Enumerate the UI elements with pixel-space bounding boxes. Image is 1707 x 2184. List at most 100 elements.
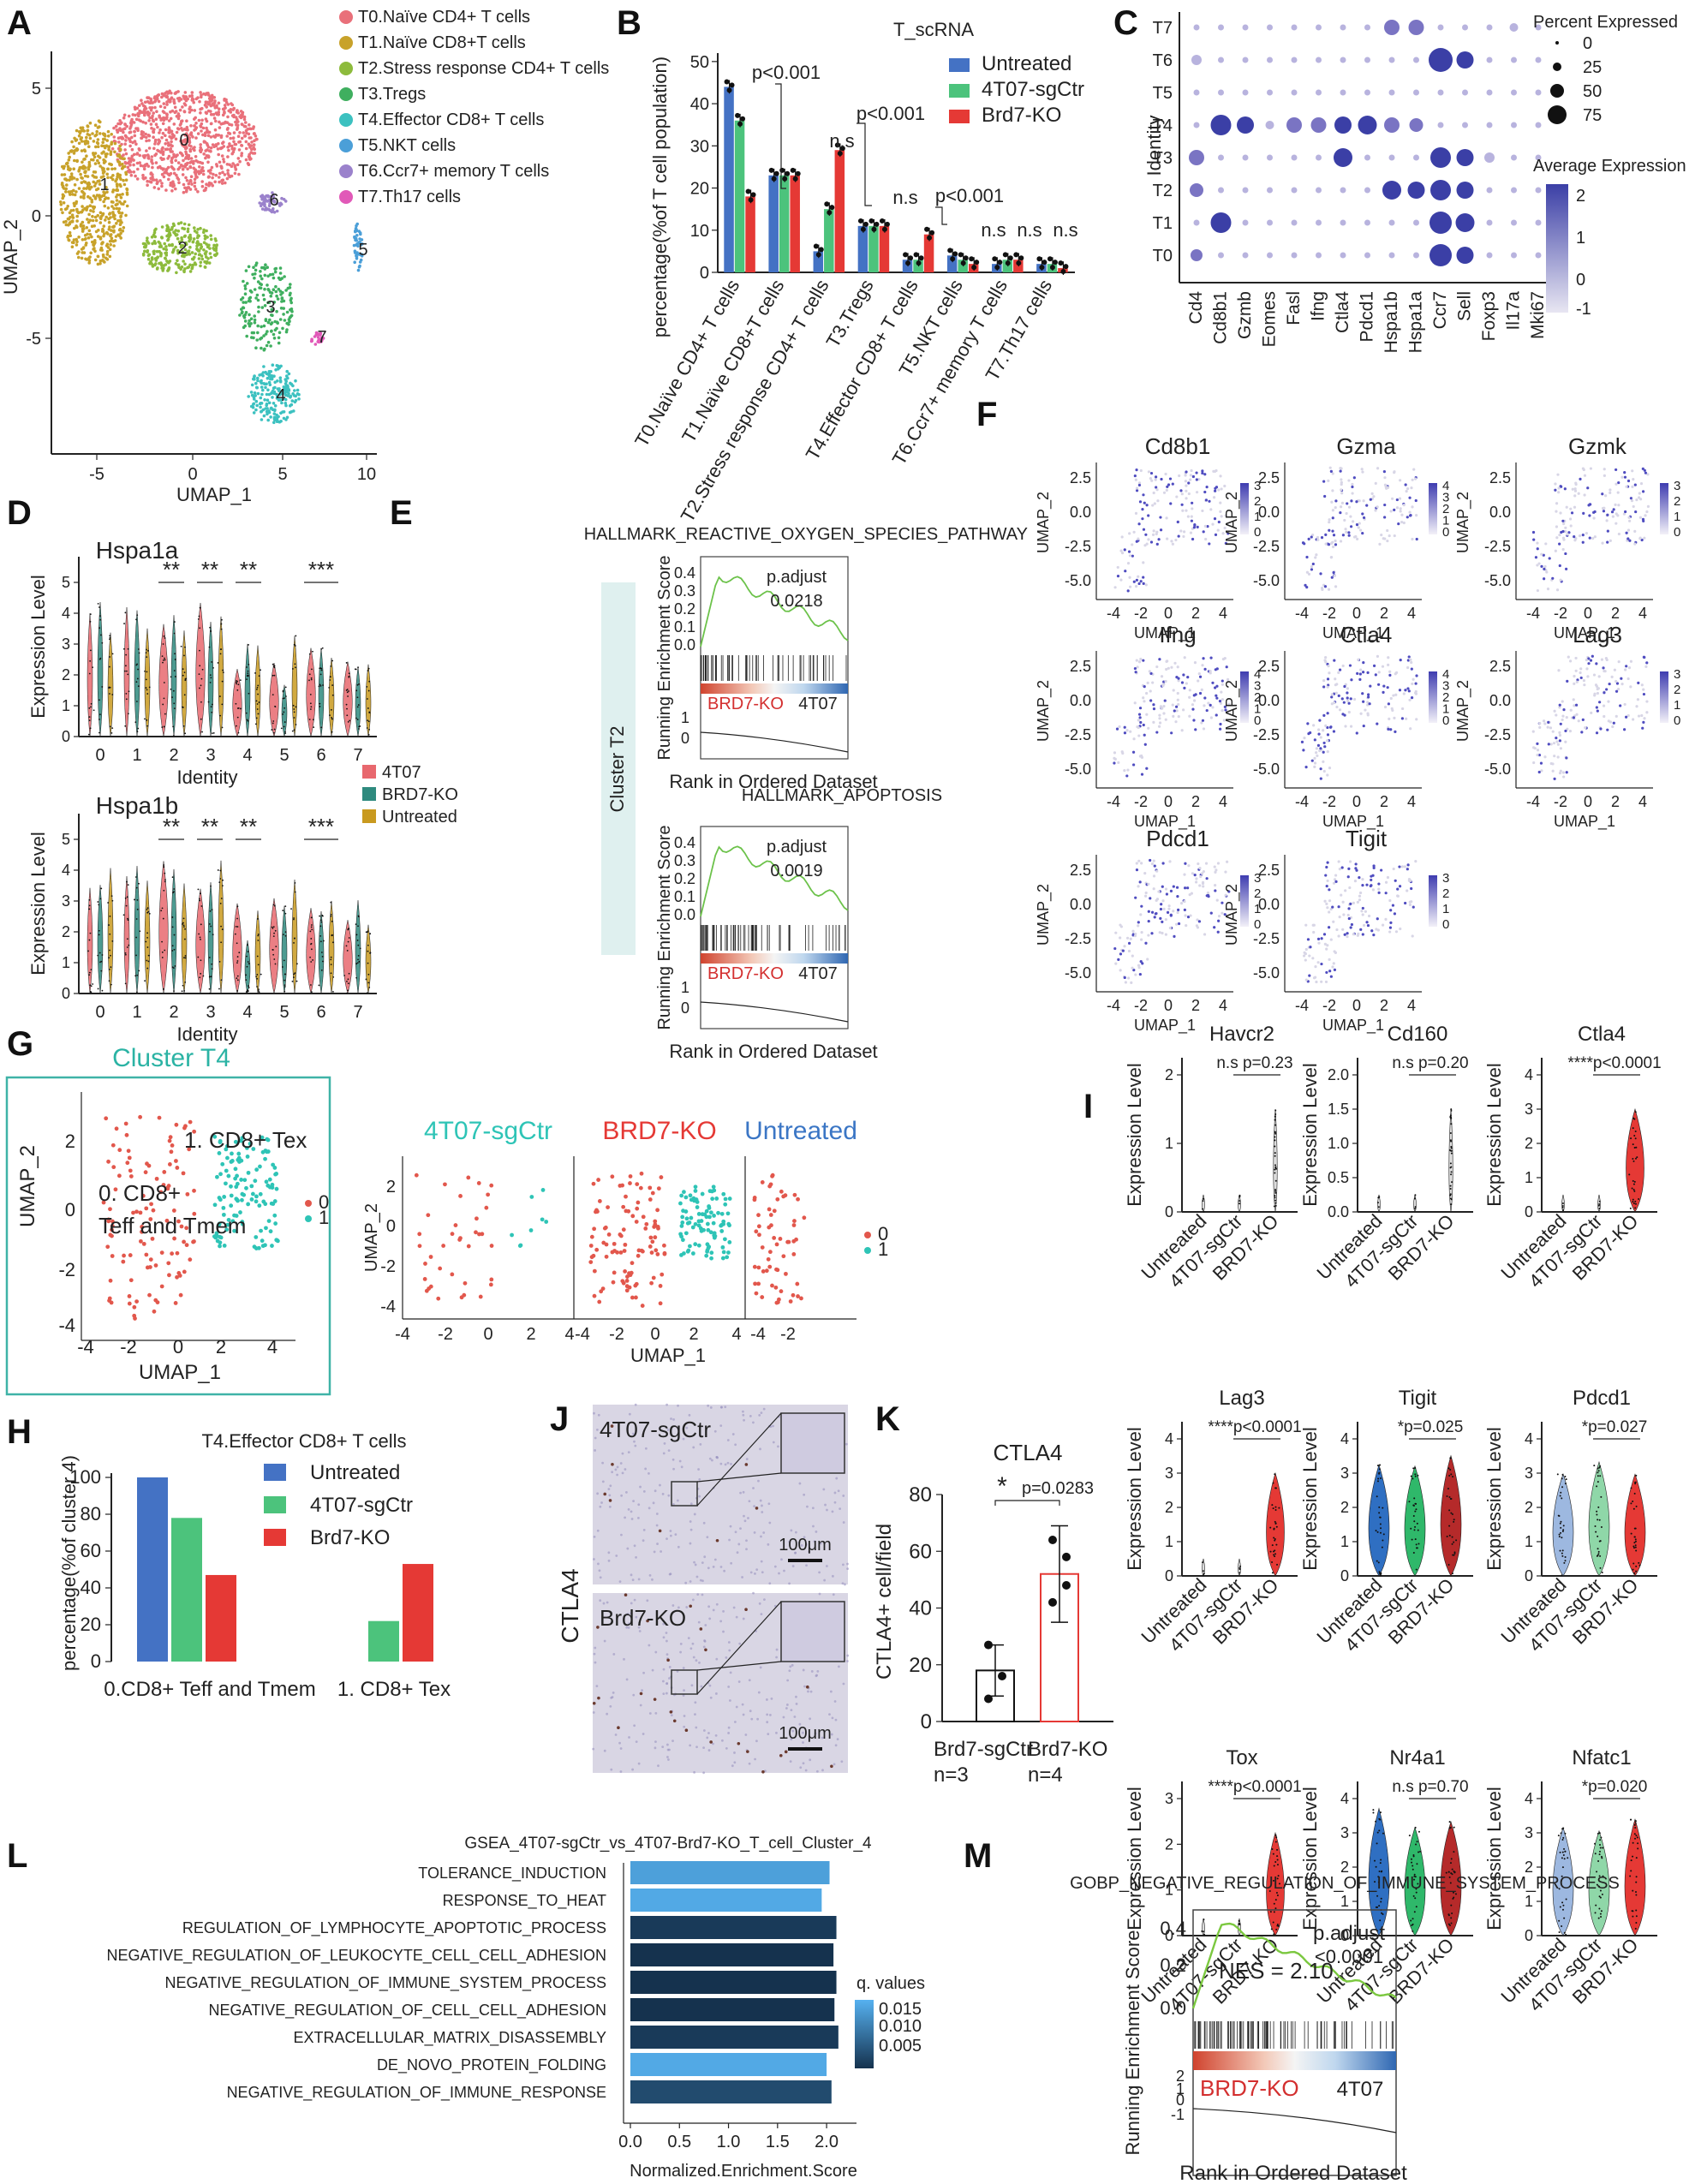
umap-a-point	[148, 116, 152, 120]
umap-a-point	[111, 215, 116, 218]
dotplot-c-dot	[1511, 154, 1517, 161]
umap-a-point	[294, 379, 297, 383]
violin-d-point	[163, 864, 165, 866]
umap-a-point	[122, 226, 126, 230]
umap-a-point	[265, 392, 269, 397]
umap-a-point	[234, 168, 238, 171]
violin-d-point	[127, 884, 129, 886]
umap-a-point	[147, 119, 151, 122]
feature-plot-point	[1164, 472, 1167, 476]
violin-d-point	[271, 729, 273, 731]
feature-plot-point	[1331, 529, 1334, 533]
umap-a-point	[161, 150, 165, 154]
umap-a-point	[198, 253, 201, 256]
umap-a-point	[184, 176, 188, 180]
feature-plot-point	[1592, 673, 1597, 677]
gsea-e-title-1: HALLMARK_REACTIVE_OXYGEN_SPECIES_PATHWAY	[584, 525, 1028, 544]
feature-plot-point	[1377, 887, 1381, 891]
feature-plot-point	[1645, 700, 1649, 703]
feature-plot-point	[1624, 668, 1627, 671]
feature-plot-point	[1304, 766, 1308, 769]
feature-plot-point	[1137, 660, 1142, 664]
feature-plot-point	[1594, 683, 1598, 687]
umap-a-point	[190, 91, 194, 94]
violin-d-point	[127, 919, 129, 922]
umap-a-point	[271, 363, 275, 367]
umap-a-point	[146, 154, 150, 158]
feature-plot-point	[1149, 671, 1153, 675]
violin-d-point	[290, 908, 292, 910]
feature-plot-ytick-label: -5.0	[1484, 761, 1511, 778]
feature-plot-point	[1319, 747, 1322, 750]
feature-plot-point	[1536, 749, 1540, 752]
dotplot-c-dot	[1340, 89, 1346, 96]
feature-plot-point	[1327, 665, 1330, 668]
feature-plot-point	[1633, 483, 1637, 486]
umap-a-point	[193, 230, 197, 233]
feature-plot-point	[1187, 481, 1191, 485]
umap-a-point	[196, 228, 200, 231]
umap-a-point	[193, 261, 197, 265]
dotplot-c-gene-label: Cd8b1	[1211, 291, 1231, 344]
umap-a-point	[152, 178, 156, 182]
feature-plot-point	[1640, 713, 1644, 718]
umap-a-point	[251, 272, 254, 277]
umap-a-point	[262, 365, 266, 368]
feature-plot-point	[1213, 926, 1216, 929]
violin-d-violin	[107, 868, 114, 994]
umap-a-point	[258, 201, 262, 205]
chart-b-annotation: p<0.001	[752, 62, 821, 83]
umap-a-point	[224, 98, 228, 102]
violin-d-point	[355, 689, 358, 692]
violin-d-xtick-label: 4	[242, 746, 252, 765]
feature-plot-point	[1326, 685, 1329, 689]
umap-a-legend-swatch	[339, 139, 353, 152]
umap-a-point	[274, 368, 278, 372]
umap-a-point	[175, 173, 178, 177]
feature-plot-point	[1182, 530, 1186, 534]
feature-plot-point	[1127, 941, 1131, 945]
umap-a-point	[175, 130, 179, 134]
umap-a-legend-label: T3.Tregs	[358, 85, 426, 104]
umap-a-point	[111, 225, 116, 229]
umap-a-point	[128, 130, 133, 134]
dotplot-c-dot	[1364, 219, 1370, 226]
violin-d-point	[125, 653, 128, 656]
feature-plot-point	[1149, 471, 1154, 475]
gsea-e-frame	[700, 826, 849, 1029]
dotplot-c-dot	[1456, 247, 1474, 264]
feature-plot-point	[1207, 895, 1210, 898]
violin-d-point	[163, 725, 165, 728]
umap-a-point	[187, 186, 191, 189]
dotplot-c-dot	[1340, 219, 1346, 226]
feature-plot-point	[1554, 488, 1557, 492]
umap-a-point	[222, 140, 225, 144]
dotplot-c-dot	[1462, 24, 1468, 31]
umap-a-point	[295, 388, 300, 392]
feature-plot-point	[1533, 747, 1537, 750]
chart-b-legend-swatch	[949, 110, 970, 123]
feature-plot-point	[1591, 654, 1594, 658]
umap-a-point	[82, 187, 86, 190]
umap-a-point	[154, 152, 158, 156]
feature-plot-point	[1341, 900, 1345, 904]
violin-d-point	[320, 921, 323, 923]
umap-a-point	[176, 176, 179, 180]
feature-plot-point	[1320, 980, 1323, 983]
violin-d-point	[235, 925, 237, 928]
feature-plot-point	[1359, 712, 1363, 715]
umap-a-point	[268, 208, 272, 212]
feature-plot-colorbar-label: 3	[1674, 479, 1680, 493]
feature-plot-point	[1202, 530, 1205, 534]
umap-a-point	[263, 202, 266, 206]
dotplot-c-dot	[1193, 219, 1200, 226]
feature-plot-colorbar-label: 2	[1674, 683, 1680, 697]
feature-plot-point	[1328, 466, 1332, 469]
umap-a-point	[144, 176, 147, 180]
umap-a-point	[255, 338, 260, 342]
violin-d-point	[89, 932, 92, 934]
umap-a-point	[102, 224, 106, 228]
violin-d-point	[346, 992, 349, 994]
feature-plot-point	[1374, 509, 1377, 512]
feature-plot-point	[1159, 916, 1162, 920]
